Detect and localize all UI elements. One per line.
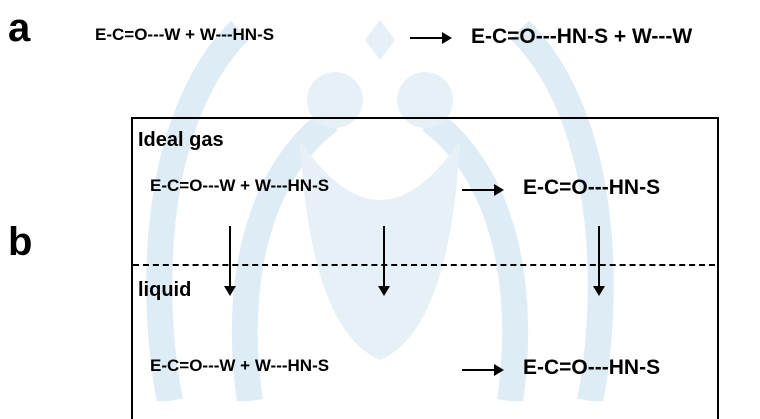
- gas-reactants: E-C=O---W + W---HN-S: [150, 176, 330, 195]
- panel-a-products: E-C=O---HN-S + W---W: [471, 25, 693, 48]
- panel-b-label: b: [8, 220, 33, 264]
- panel-a-reaction-arrow: [410, 32, 452, 44]
- phase-boundary-line: [133, 264, 715, 266]
- liquid-reaction-arrow: [462, 364, 504, 376]
- solvation-arrow-product: [593, 226, 605, 296]
- panel-a-reactants: E-C=O---W + W---HN-S: [95, 25, 275, 44]
- solvation-arrow-reactant-1: [224, 226, 236, 296]
- gas-reaction-arrow: [462, 184, 504, 196]
- panel-a-label: a: [8, 6, 31, 50]
- solvation-arrow-reactant-2: [378, 226, 390, 296]
- panel-b-box: [131, 117, 719, 419]
- ideal-gas-label: Ideal gas: [138, 129, 224, 151]
- logo-watermark: [146, 20, 614, 401]
- liquid-label: liquid: [138, 279, 192, 301]
- gas-products: E-C=O---HN-S: [523, 176, 661, 199]
- liquid-reactants: E-C=O---W + W---HN-S: [150, 356, 330, 375]
- liquid-products: E-C=O---HN-S: [523, 356, 661, 379]
